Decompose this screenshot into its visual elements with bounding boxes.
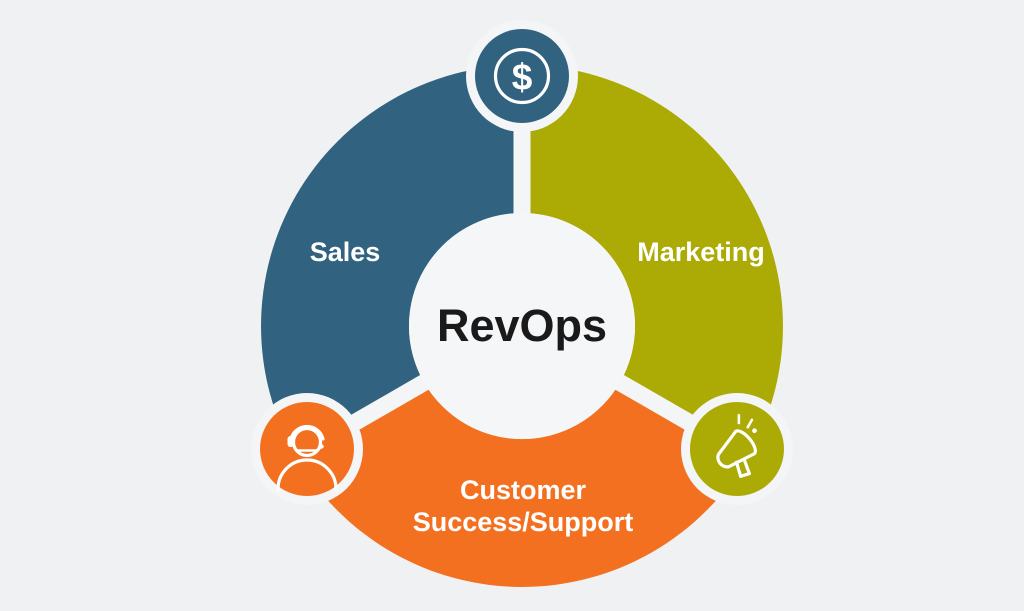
- customer-badge-circle: [260, 402, 354, 496]
- segment-sales: [261, 65, 522, 457]
- headset-icon: [276, 425, 338, 491]
- center-title: RevOps: [437, 300, 607, 351]
- dollar-glyph: $: [512, 57, 533, 98]
- marketing-badge: [681, 393, 793, 505]
- segment-marketing: [522, 65, 783, 457]
- marketing-label: Marketing: [637, 237, 765, 267]
- customer-label-line2: Success/Support: [413, 507, 634, 537]
- sales-badge: $: [466, 20, 578, 132]
- sales-label: Sales: [310, 237, 381, 267]
- megaphone-icon: [716, 413, 757, 478]
- segment-customer: [296, 382, 748, 587]
- marketing-badge-circle: [690, 402, 784, 496]
- dollar-icon: $: [493, 47, 551, 105]
- customer-label-line1: Customer: [460, 475, 587, 505]
- customer-badge: [251, 393, 363, 505]
- center-circle: [409, 213, 635, 439]
- sales-badge-circle: [475, 29, 569, 123]
